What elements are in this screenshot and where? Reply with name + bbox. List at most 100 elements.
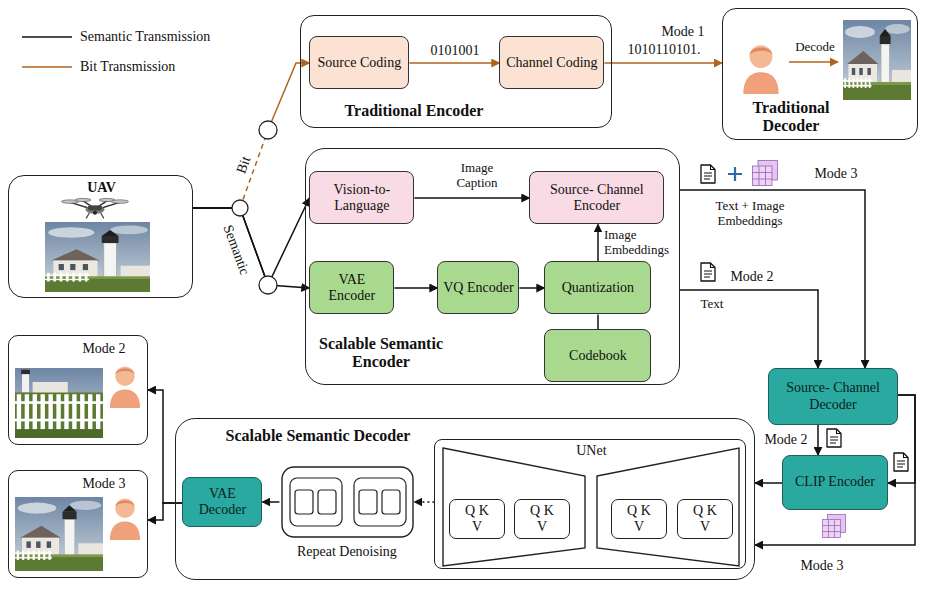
edge-label: 1010110101. <box>621 42 707 58</box>
label-holder: Decode <box>790 40 840 55</box>
denoise-step <box>318 490 336 514</box>
process-box: CLIP Encoder <box>782 455 888 510</box>
label-holder: Bit Transmission <box>80 59 260 75</box>
process-box: Source Coding <box>309 36 409 89</box>
label-holder: Text + Image Embeddings <box>694 199 806 229</box>
denoise-step <box>359 490 377 514</box>
unet-encoder-shape <box>443 448 585 566</box>
box-heading: Repeat Denoising <box>279 544 414 560</box>
label-holder: Mode 2 <box>726 269 778 285</box>
connector-line <box>519 287 544 289</box>
edge-label: Mode 3 <box>810 166 862 182</box>
edge-label: Image Caption <box>445 161 509 191</box>
denoise-step <box>295 490 313 514</box>
label-holder: 0101001 <box>424 43 486 59</box>
connector-line <box>262 501 279 503</box>
connector-line <box>680 290 818 368</box>
text-icon <box>894 453 908 471</box>
text-icon <box>701 263 715 281</box>
group-frame: Traditional EncoderSource CodingChannel … <box>300 15 612 128</box>
connector-line <box>604 62 722 64</box>
box-label: Q K V <box>622 503 656 535</box>
text-icon <box>827 429 841 447</box>
box-heading: Mode 3 <box>64 476 144 492</box>
unet-frame: UNet Q K V Q K V Q K V Q K V <box>434 439 746 569</box>
edge-label: Image Embeddings <box>604 228 678 258</box>
denoise-block: Repeat Denoising <box>279 464 414 564</box>
denoise-step <box>382 490 400 514</box>
output-frame: Mode 2 <box>8 335 148 445</box>
denoise-pair <box>290 478 342 526</box>
plus-symbol <box>728 167 742 181</box>
connector-line <box>148 390 182 503</box>
decode-arrow <box>789 61 838 63</box>
connector-line <box>755 482 782 484</box>
connector <box>519 288 544 289</box>
group-frame: UAV <box>8 175 193 298</box>
process-box: Source- Channel Encoder <box>529 171 664 224</box>
attention-block: Q K V <box>449 499 505 539</box>
label-holder: Image Caption <box>445 161 509 191</box>
label-holder: Semantic Transmission <box>80 29 260 45</box>
label-holder: 1010110101. <box>621 42 707 58</box>
connector <box>604 63 722 64</box>
connector-line <box>817 425 819 455</box>
connector-line <box>268 63 309 130</box>
lighthouse-photo <box>45 222 150 292</box>
legend-line <box>22 36 72 38</box>
free-label: Text + Image Embeddings <box>694 199 806 229</box>
connector <box>148 503 182 520</box>
box-label: VQ Encoder <box>443 280 513 296</box>
connector-line <box>597 224 599 261</box>
box-label: Quantization <box>562 280 634 296</box>
box-label: Source- Channel Encoder <box>533 182 660 214</box>
switch-node <box>259 276 277 294</box>
label-holder: Mode 3 <box>796 558 848 574</box>
connector <box>598 314 599 329</box>
box-label: Vision-to-Language <box>313 182 410 214</box>
connector-line <box>409 62 499 64</box>
process-box: VQ Encoder <box>437 261 519 314</box>
switch-node <box>232 200 248 216</box>
connector <box>755 483 782 484</box>
attention-block: Q K V <box>677 499 733 539</box>
denoise-outline <box>282 467 413 537</box>
box-heading: Traditional Decoder <box>731 99 851 136</box>
legend-line <box>22 66 72 68</box>
edge-label: Semantic <box>216 213 256 286</box>
unet-decoder-shape <box>597 448 739 566</box>
connector <box>409 63 499 64</box>
user-icon <box>110 366 140 408</box>
embedding-icon <box>822 514 845 537</box>
label-holder: Semantic <box>216 213 256 286</box>
group-frame: Scalable Semantic DecoderUNet Q K V Q K V Q… <box>175 418 755 580</box>
switch-node <box>259 121 277 139</box>
process-box: Source- Channel Decoder <box>768 368 898 425</box>
box-heading: Scalable Semantic Decoder <box>198 427 438 445</box>
denoise-pair <box>354 478 406 526</box>
box-label: Source Coding <box>318 55 402 71</box>
box-heading: Traditional Encoder <box>314 102 514 120</box>
output-frame: Mode 3 <box>8 470 148 578</box>
label-holder: Mode 1 <box>656 24 710 40</box>
edge-label: Bit <box>232 150 256 180</box>
process-box: Quantization <box>544 261 651 314</box>
connector <box>148 390 182 503</box>
connector-line <box>414 197 529 199</box>
label-holder: Bit <box>232 150 256 180</box>
label-holder: Mode 2 <box>761 432 811 448</box>
box-label: Q K V <box>525 503 559 535</box>
connector-line <box>394 287 437 289</box>
connector <box>598 224 599 261</box>
user-icon <box>110 498 140 540</box>
attention-block: Q K V <box>611 499 667 539</box>
box-heading: UNet <box>541 443 641 459</box>
free-label: Mode 1 <box>656 24 710 40</box>
box-label: Codebook <box>569 348 627 364</box>
process-box: Codebook <box>544 329 651 382</box>
attention-block: Q K V <box>514 499 570 539</box>
box-heading: Mode 2 <box>64 341 144 357</box>
connector-line <box>597 314 599 329</box>
box-label: Source- Channel Decoder <box>772 380 894 412</box>
process-box: Vision-to-Language <box>309 171 414 224</box>
